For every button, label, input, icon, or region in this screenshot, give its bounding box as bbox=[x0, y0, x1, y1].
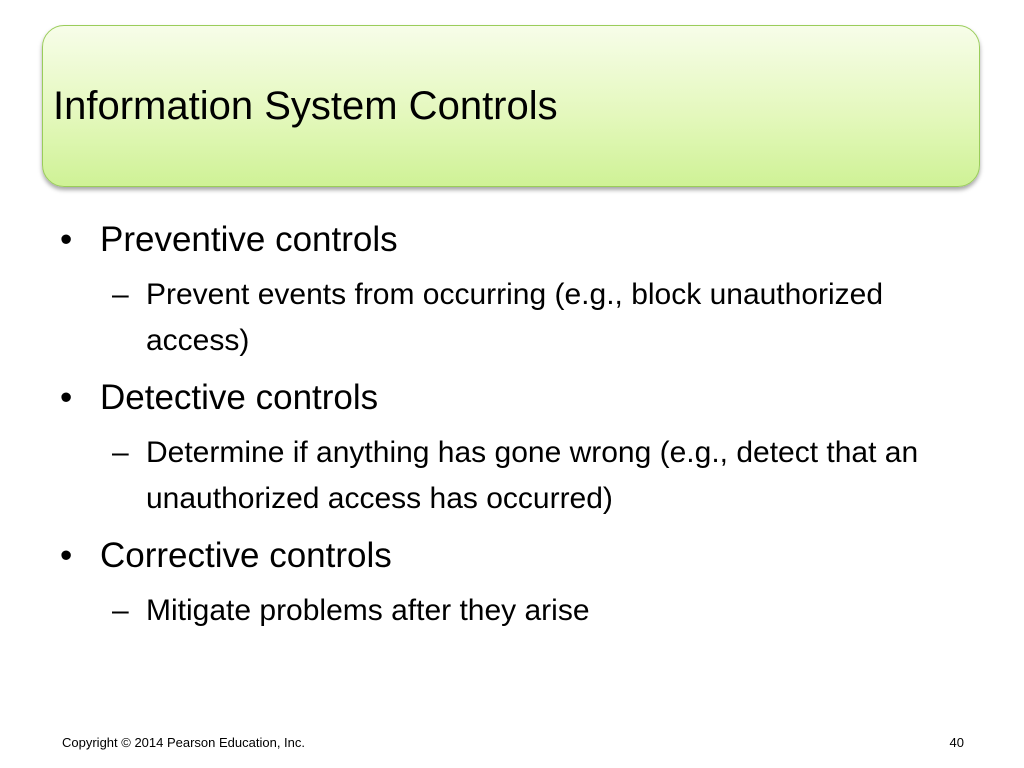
sub-bullet-marker: – bbox=[112, 436, 129, 469]
sub-item-corrective: – Mitigate problems after they arise bbox=[56, 588, 986, 634]
bullet-text: Corrective controls bbox=[100, 536, 392, 575]
footer-copyright: Copyright © 2014 Pearson Education, Inc. bbox=[62, 735, 306, 750]
bullet-marker: • bbox=[60, 378, 73, 417]
sub-bullet-marker: – bbox=[112, 594, 129, 627]
sub-bullet-text: Mitigate problems after they arise bbox=[146, 594, 590, 627]
sub-bullet-marker: – bbox=[112, 278, 129, 311]
bullet-text: Detective controls bbox=[100, 378, 379, 417]
sub-bullet-text: Prevent events from occurring (e.g., blo… bbox=[146, 278, 884, 357]
sub-item-preventive: – Prevent events from occurring (e.g., b… bbox=[56, 272, 986, 364]
bullet-list: • Preventive controls – Prevent events f… bbox=[56, 212, 986, 640]
bullet-marker: • bbox=[60, 220, 73, 259]
bullet-item-preventive: • Preventive controls bbox=[56, 212, 986, 268]
sub-bullet-text: Determine if anything has gone wrong (e.… bbox=[146, 436, 919, 515]
bullet-item-corrective: • Corrective controls bbox=[56, 528, 986, 584]
title-box: Information System Controls bbox=[42, 25, 980, 187]
bullet-text: Preventive controls bbox=[100, 220, 398, 259]
bullet-item-detective: • Detective controls bbox=[56, 370, 986, 426]
slide-title: Information System Controls bbox=[53, 84, 558, 128]
bullet-marker: • bbox=[60, 536, 73, 575]
footer-page-number: 40 bbox=[949, 735, 964, 750]
sub-item-detective: – Determine if anything has gone wrong (… bbox=[56, 430, 986, 522]
